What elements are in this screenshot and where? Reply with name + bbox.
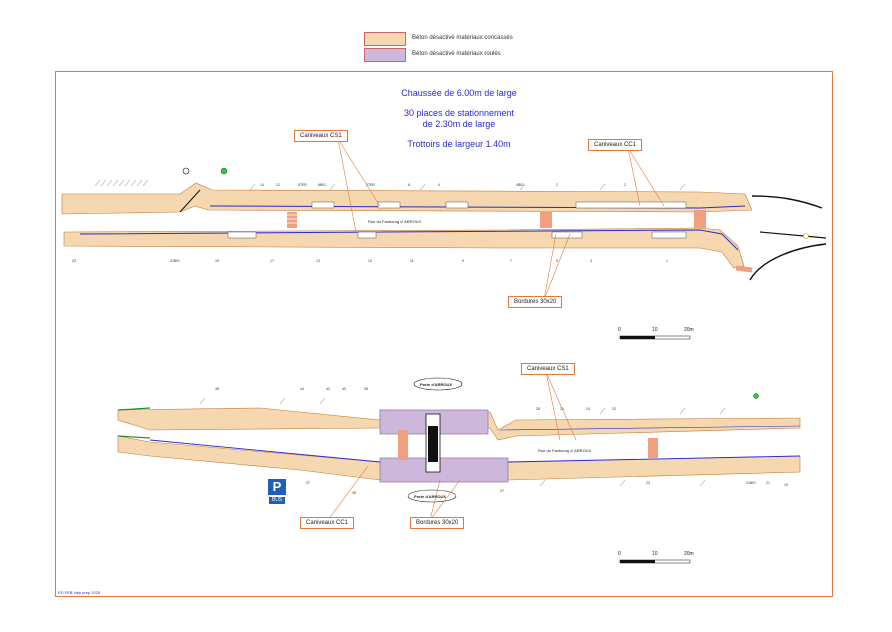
svg-text:48: 48: [215, 387, 219, 391]
svg-text:6: 6: [408, 183, 410, 187]
svg-text:21BIS: 21BIS: [170, 259, 180, 263]
title-trottoirs: Trottoirs de largeur 1.40m: [407, 139, 511, 149]
porte-label-bottom: Porte d'ARROUX: [414, 494, 446, 499]
svg-text:37: 37: [306, 481, 310, 485]
svg-text:7: 7: [510, 259, 512, 263]
legend-swatch-roule: [364, 48, 406, 62]
legend-swatch-concasse: [364, 32, 406, 46]
parking-sign-icon: P BUS: [268, 479, 286, 505]
svg-text:1: 1: [666, 259, 668, 263]
title-places: 30 places de stationnement: [403, 108, 515, 118]
svg-text:21BIS: 21BIS: [746, 481, 756, 485]
svg-text:22: 22: [612, 407, 616, 411]
svg-text:42: 42: [326, 387, 330, 391]
svg-text:11: 11: [410, 259, 414, 263]
parking-sign-letter: P: [268, 479, 286, 495]
bottom-callout-leaders: [327, 371, 577, 521]
bottom-scale-20: 20m: [684, 551, 694, 557]
legend-label-concasse: Béton désactivé matériaux concassés: [412, 35, 513, 41]
bottom-street-label: Rue du Faubourg d' ARROUX: [538, 448, 592, 453]
svg-text:4: 4: [438, 183, 440, 187]
title-places-width: de 2.30m de large: [422, 119, 496, 129]
title-chaussee: Chaussée de 6.00m de large: [401, 88, 517, 98]
bottom-scale-bar: [619, 559, 691, 564]
parking-sign-sub: BUS: [268, 496, 286, 505]
svg-text:24: 24: [586, 407, 590, 411]
svg-text:35: 35: [352, 491, 356, 495]
svg-text:3: 3: [590, 259, 592, 263]
top-scale-10: 10: [652, 327, 658, 333]
porte-label-top: Porte d'ARROUX: [420, 382, 452, 387]
svg-text:21: 21: [766, 481, 770, 485]
plan-frame: [55, 71, 833, 597]
bottom-scale-10: 10: [652, 551, 658, 557]
svg-text:6BIS: 6BIS: [318, 183, 326, 187]
callout-bottom-cs1: Caniveaux CS1: [521, 363, 575, 375]
callout-top-bordures: Bordures 30x20: [508, 296, 563, 308]
svg-text:26: 26: [560, 407, 564, 411]
svg-text:23: 23: [646, 481, 650, 485]
callout-bottom-cc1: Caniveaux CC1: [300, 517, 355, 529]
svg-text:4BIS: 4BIS: [516, 183, 524, 187]
svg-text:2: 2: [556, 183, 558, 187]
svg-text:17: 17: [270, 259, 274, 263]
svg-text:40: 40: [342, 387, 346, 391]
bottom-plan: Rue du Faubourg d' ARROUX Porte d'ARROUX…: [117, 377, 801, 503]
svg-text:23: 23: [72, 259, 76, 263]
svg-text:2: 2: [624, 183, 626, 187]
svg-text:13: 13: [368, 259, 372, 263]
svg-text:19: 19: [784, 483, 788, 487]
svg-text:38: 38: [364, 387, 368, 391]
bottom-scale-0: 0: [618, 551, 621, 557]
top-scale-0: 0: [618, 327, 621, 333]
svg-text:12: 12: [276, 183, 280, 187]
svg-text:27: 27: [500, 489, 504, 493]
svg-text:44: 44: [300, 387, 304, 391]
top-callout-leaders: [337, 138, 665, 301]
svg-text:14: 14: [260, 183, 264, 187]
callout-top-cc1: Caniveaux CC1: [588, 139, 643, 151]
top-scale-20: 20m: [684, 327, 694, 333]
top-scale-bar: [619, 335, 691, 340]
legend-label-roule: Béton désactivé matériaux roulés: [412, 51, 501, 57]
svg-text:13: 13: [316, 259, 320, 263]
callout-top-cs1: Caniveaux CS1: [294, 130, 348, 142]
footer-credit: ED FEB Valy prep 2025: [58, 590, 101, 595]
svg-text:8TER: 8TER: [298, 183, 307, 187]
svg-text:5: 5: [556, 259, 558, 263]
callout-bottom-bordures: Bordures 30x20: [410, 517, 465, 529]
top-street-label: Rue du Faubourg d' ARROUX: [368, 219, 422, 224]
svg-text:15: 15: [215, 259, 219, 263]
svg-text:2TER: 2TER: [366, 183, 375, 187]
svg-text:9: 9: [462, 259, 464, 263]
svg-text:28: 28: [536, 407, 540, 411]
